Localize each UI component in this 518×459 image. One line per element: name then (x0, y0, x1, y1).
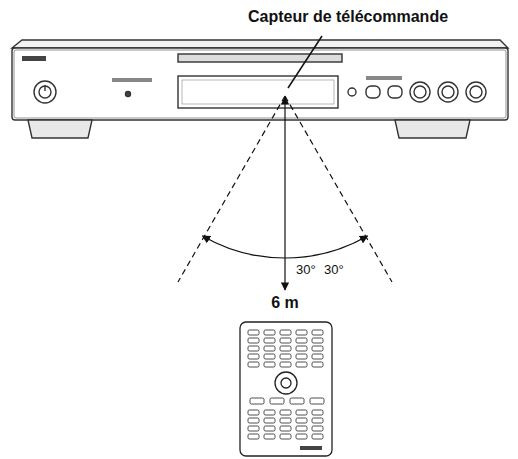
remote-button (264, 434, 275, 439)
remote-button (280, 418, 291, 423)
angle-label: 30° (296, 263, 316, 277)
remote-button (312, 426, 323, 431)
remote-button (296, 426, 307, 431)
remote-button (280, 410, 291, 415)
remote-button (248, 362, 259, 367)
remote-button (296, 346, 307, 351)
remote-button (296, 418, 307, 423)
remote-button (264, 330, 275, 335)
remote-button (248, 418, 259, 423)
remote-button (248, 410, 259, 415)
remote-button (264, 338, 275, 343)
remote-button (280, 330, 291, 335)
leader-line (288, 36, 322, 88)
remote-button (248, 330, 259, 335)
remote-button (296, 338, 307, 343)
remote-button (264, 362, 275, 367)
remote-button (280, 362, 291, 367)
remote-button (312, 346, 323, 351)
remote-button (248, 354, 259, 359)
remote-button (296, 330, 307, 335)
remote-button (312, 418, 323, 423)
remote-button (270, 398, 284, 404)
reception-zone (178, 96, 392, 290)
remote-button (264, 418, 275, 423)
remote-button (312, 434, 323, 439)
remote-button (280, 338, 291, 343)
remote-button (264, 354, 275, 359)
remote-button (280, 426, 291, 431)
remote-button (248, 346, 259, 351)
remote-control (240, 322, 332, 456)
remote-button (264, 410, 275, 415)
remote-button (312, 410, 323, 415)
remote-button (250, 398, 264, 404)
remote-button (312, 362, 323, 367)
remote-button (296, 434, 307, 439)
remote-button (248, 434, 259, 439)
sensor-label: Capteur de télécommande (248, 8, 448, 26)
dvd-player (12, 40, 508, 138)
remote-button (312, 338, 323, 343)
remote-button (264, 346, 275, 351)
remote-button (290, 398, 304, 404)
remote-button (280, 346, 291, 351)
remote-button (248, 426, 259, 431)
logo-mark (22, 56, 46, 61)
remote-button (296, 354, 307, 359)
remote-button (296, 410, 307, 415)
distance-label: 6 m (269, 294, 301, 312)
remote-button (296, 362, 307, 367)
remote-button (310, 398, 324, 404)
angle-label: 30° (324, 263, 344, 277)
remote-button (312, 330, 323, 335)
remote-button (280, 354, 291, 359)
remote-button (248, 338, 259, 343)
remote-button (280, 434, 291, 439)
remote-button (264, 426, 275, 431)
remote-button (312, 354, 323, 359)
